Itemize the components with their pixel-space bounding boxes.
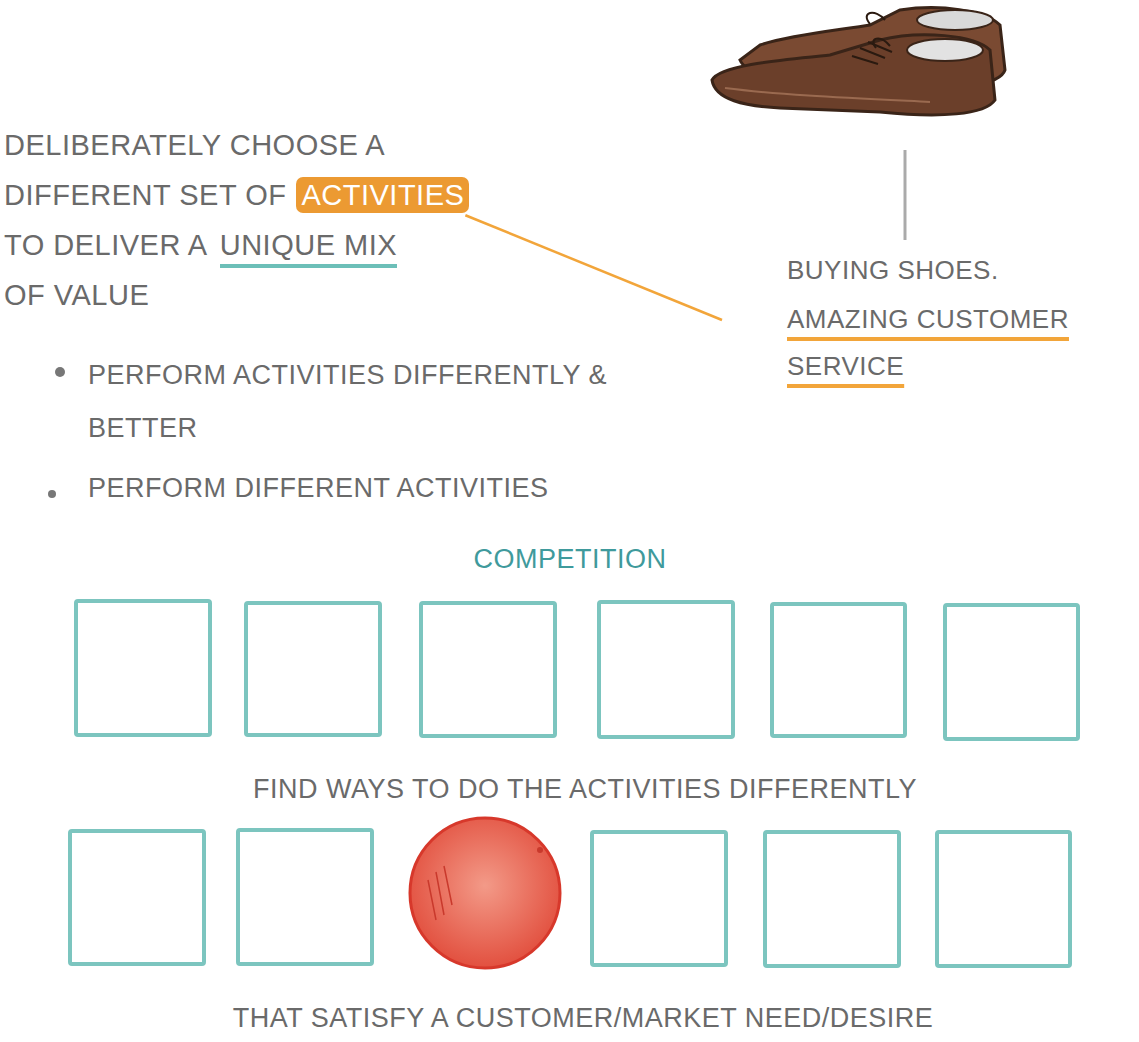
- statement-text: TO DELIVER A: [4, 227, 208, 263]
- competitor-squares: [76, 601, 1078, 739]
- example-highlight: AMAZING CUSTOMER SERVICE: [787, 296, 1127, 390]
- row-caption: FIND WAYS TO DO THE ACTIVITIES DIFFERENT…: [253, 773, 917, 807]
- activity-squares: [70, 830, 1070, 966]
- underlined-phrase: UNIQUE MIX: [220, 227, 397, 268]
- statement-text: DELIBERATELY CHOOSE A: [4, 127, 385, 163]
- leader-line: [904, 150, 907, 240]
- statement-text: OF VALUE: [4, 277, 149, 313]
- bullet-dot: [48, 490, 56, 498]
- statement-text: DIFFERENT SET OF: [4, 177, 286, 213]
- bullet-text: PERFORM DIFFERENT ACTIVITIES: [88, 472, 549, 506]
- shoe-illustration: [712, 8, 1005, 115]
- leader-line: [465, 215, 722, 320]
- different-activity-circle: [410, 818, 560, 968]
- section-heading: COMPETITION: [474, 543, 667, 577]
- bullet-text: PERFORM ACTIVITIES DIFFERENTLY & BETTER: [88, 349, 688, 455]
- highlighted-word: ACTIVITIES: [296, 177, 469, 213]
- example-text: BUYING SHOES.: [787, 254, 1127, 287]
- bullet-dot: [55, 367, 65, 377]
- row-caption: THAT SATISFY A CUSTOMER/MARKET NEED/DESI…: [233, 1002, 934, 1036]
